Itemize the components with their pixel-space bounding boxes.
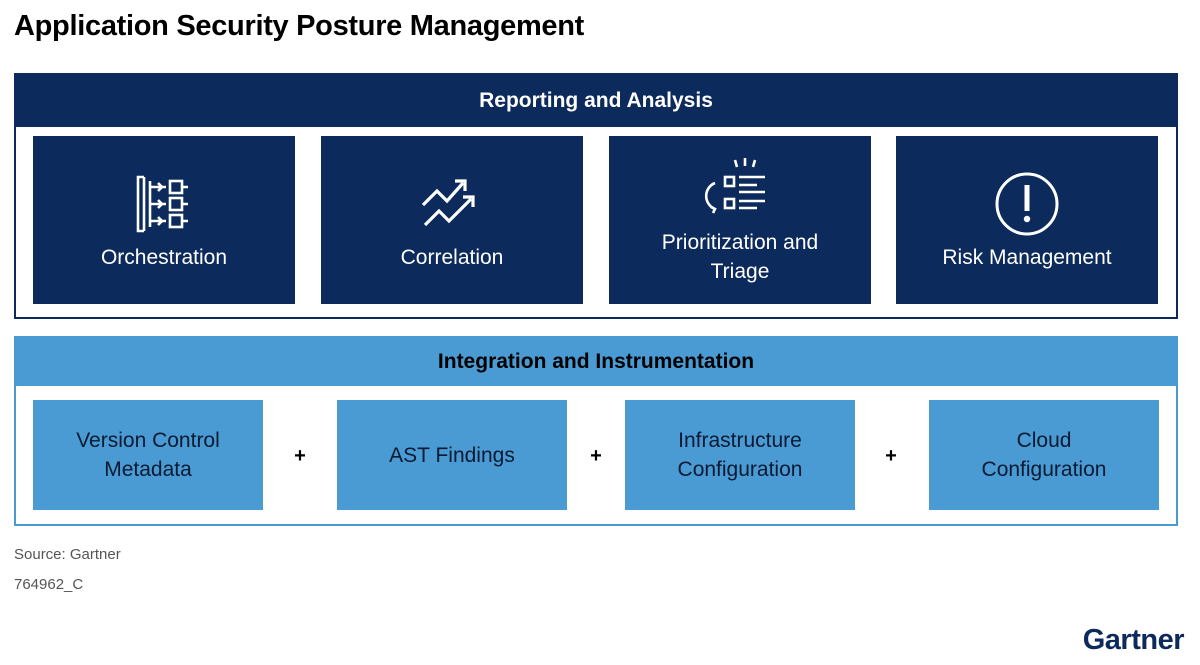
integration-header: Integration and Instrumentation	[16, 338, 1176, 386]
integration-panel: Integration and Instrumentation	[14, 336, 1178, 526]
tile-infrastructure-config: Infrastructure Configuration	[625, 400, 855, 510]
tile-risk-management-label: Risk Management	[942, 245, 1112, 269]
prioritized-list-icon	[703, 154, 777, 224]
tile-cloud-config: Cloud Configuration	[929, 400, 1159, 510]
trend-arrows-icon	[419, 169, 485, 239]
tile-version-control: Version Control Metadata	[33, 400, 263, 510]
page-title: Application Security Posture Management	[14, 10, 585, 42]
alert-circle-icon	[994, 169, 1060, 239]
source-note: Source: Gartner	[14, 546, 121, 563]
tile-prioritization: Prioritization and Triage	[609, 136, 871, 304]
tile-orchestration: Orchestration	[33, 136, 295, 304]
orchestration-icon	[134, 169, 194, 239]
reporting-panel: Reporting and Analysis	[14, 73, 1178, 319]
tile-orchestration-label: Orchestration	[100, 245, 228, 269]
tile-risk-management: Risk Management	[896, 136, 1158, 304]
tile-correlation-label: Correlation	[400, 245, 504, 269]
plus-separator: +	[590, 445, 602, 467]
gartner-logo: Gartner	[1082, 624, 1185, 656]
tile-ast-findings: AST Findings	[337, 400, 567, 510]
tile-prioritization-label: Prioritization and Triage	[661, 231, 819, 283]
plus-separator: +	[294, 445, 306, 467]
tile-ast-findings-label: AST Findings	[389, 443, 515, 467]
tile-version-control-label: Version Control Metadata	[76, 429, 220, 481]
tile-correlation: Correlation	[321, 136, 583, 304]
document-id: 764962_C	[14, 576, 84, 593]
reporting-header: Reporting and Analysis	[16, 75, 1176, 127]
tile-infrastructure-config-label: Infrastructure Configuration	[677, 429, 803, 481]
plus-separator: +	[885, 445, 897, 467]
tile-cloud-config-label: Cloud Configuration	[981, 429, 1107, 481]
